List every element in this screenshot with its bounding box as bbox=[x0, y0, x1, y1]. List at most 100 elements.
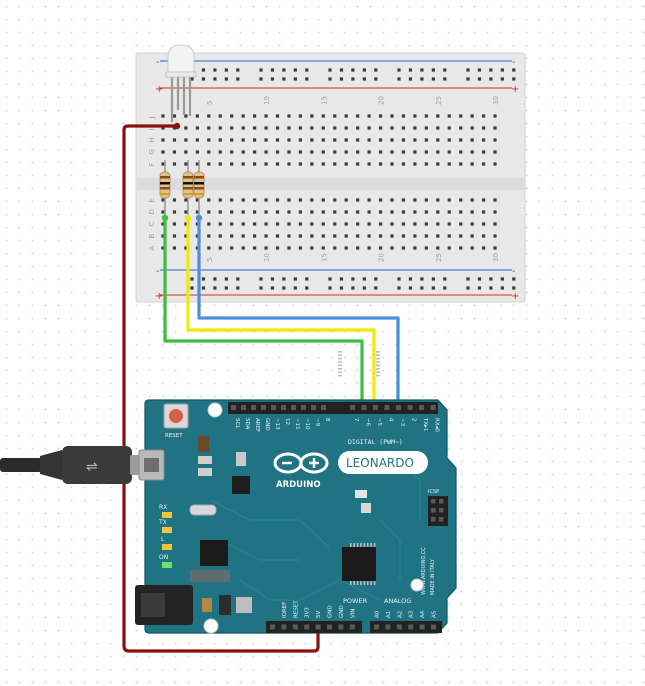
rail-hole bbox=[351, 77, 355, 81]
rail-hole bbox=[351, 68, 355, 72]
wire-green-end bbox=[161, 214, 169, 222]
breadboard-hole bbox=[207, 210, 211, 214]
rail-hole bbox=[236, 77, 240, 81]
breadboard-hole bbox=[207, 150, 211, 154]
breadboard-hole bbox=[207, 234, 211, 238]
reset-button-cap[interactable] bbox=[169, 409, 183, 423]
bottom-pin-label: GND bbox=[328, 605, 334, 618]
resistors[interactable] bbox=[159, 160, 205, 218]
breadboard-hole bbox=[161, 210, 165, 214]
breadboard-hole bbox=[344, 210, 348, 214]
breadboard-hole bbox=[218, 234, 222, 238]
breadboard-hole bbox=[298, 222, 302, 226]
breadboard-hole bbox=[172, 138, 177, 142]
rail-hole bbox=[362, 68, 366, 72]
breadboard-hole bbox=[253, 210, 257, 214]
breadboard-hole bbox=[344, 222, 348, 226]
rail-hole bbox=[374, 277, 378, 281]
breadboard-hole bbox=[195, 138, 199, 142]
wire-dark-red-ground[interactable] bbox=[122, 124, 320, 653]
breadboard-hole bbox=[378, 150, 383, 154]
rail-hole bbox=[397, 277, 401, 281]
breadboard-hole bbox=[333, 246, 337, 250]
breadboard-hole bbox=[447, 126, 451, 130]
breadboard-hole bbox=[378, 234, 383, 238]
breadboard-hole bbox=[298, 126, 302, 130]
breadboard-hole bbox=[378, 210, 383, 214]
rail-hole bbox=[408, 277, 413, 281]
breadboard-hole bbox=[241, 210, 245, 214]
breadboard-hole bbox=[459, 150, 463, 154]
header-pin bbox=[361, 405, 367, 410]
resistor-1[interactable] bbox=[159, 160, 171, 218]
breadboard-hole bbox=[459, 114, 463, 118]
resistor-3-band bbox=[194, 193, 204, 195]
resistor-2-band bbox=[183, 193, 193, 195]
rail-hole bbox=[420, 277, 424, 281]
breadboard-hole bbox=[459, 210, 463, 214]
row-letter: I bbox=[148, 128, 156, 130]
row-letter: G bbox=[148, 149, 156, 154]
rail-hole bbox=[293, 277, 297, 281]
wire-yellow[interactable] bbox=[186, 218, 376, 406]
breadboard-hole bbox=[470, 162, 474, 166]
ic-chip bbox=[232, 476, 250, 494]
breadboard-hole bbox=[218, 162, 222, 166]
breadboard-hole bbox=[287, 126, 291, 130]
breadboard-hole bbox=[401, 198, 406, 202]
bottom-pin-label: IOREF bbox=[282, 602, 288, 618]
digital-pin-label: ~3 bbox=[399, 418, 405, 427]
breadboard-hole bbox=[447, 198, 451, 202]
website-text: WWW.ARDUINO.CC bbox=[421, 547, 427, 595]
breadboard-hole bbox=[253, 162, 257, 166]
rgb-led[interactable] bbox=[165, 44, 197, 122]
resistor-1-band bbox=[160, 176, 170, 179]
resistor-3-band bbox=[194, 187, 204, 190]
usb-icon: ⇌ bbox=[86, 459, 98, 475]
breadboard-hole bbox=[482, 198, 486, 202]
breadboard-hole bbox=[401, 234, 406, 238]
digital-pin-label: GND bbox=[264, 418, 270, 431]
resistor-2[interactable] bbox=[182, 160, 194, 218]
digital-pin-label: ~9 bbox=[314, 418, 320, 427]
breadboard-hole bbox=[287, 114, 291, 118]
rail-hole bbox=[443, 286, 447, 290]
breadboard-hole bbox=[264, 162, 268, 166]
breadboard-hole bbox=[253, 246, 257, 250]
breadboard-hole bbox=[172, 246, 177, 250]
usb-cable[interactable]: ⇌ bbox=[0, 446, 144, 484]
breadboard-hole bbox=[356, 246, 360, 250]
breadboard-hole bbox=[310, 126, 314, 130]
breadboard-hole bbox=[253, 198, 257, 202]
rail-hole bbox=[351, 286, 355, 290]
breadboard-hole bbox=[470, 210, 474, 214]
rail-hole bbox=[500, 286, 504, 290]
breadboard-hole bbox=[401, 126, 406, 130]
breadboard-hole bbox=[207, 162, 211, 166]
breadboard-hole bbox=[424, 138, 428, 142]
resistor-1-band bbox=[160, 193, 170, 195]
breadboard-hole bbox=[298, 198, 302, 202]
rail-hole bbox=[259, 77, 263, 81]
breadboard-hole bbox=[310, 138, 314, 142]
rail-hole bbox=[512, 77, 516, 81]
wire-blue[interactable] bbox=[197, 218, 400, 406]
breadboard-hole bbox=[367, 162, 371, 166]
resistor-3[interactable] bbox=[193, 160, 205, 218]
breadboard-hole bbox=[195, 210, 199, 214]
wire-green[interactable] bbox=[163, 218, 364, 406]
breadboard-hole bbox=[230, 210, 234, 214]
rail-hole bbox=[397, 77, 401, 81]
breadboard-hole bbox=[298, 210, 302, 214]
breadboard-hole bbox=[241, 126, 245, 130]
breadboard-hole bbox=[436, 114, 440, 118]
breadboard-hole bbox=[436, 198, 440, 202]
breadboard-hole bbox=[207, 114, 211, 118]
breadboard-hole bbox=[447, 246, 451, 250]
breadboard-hole bbox=[310, 246, 314, 250]
column-number-bottom: 5 bbox=[206, 258, 214, 262]
